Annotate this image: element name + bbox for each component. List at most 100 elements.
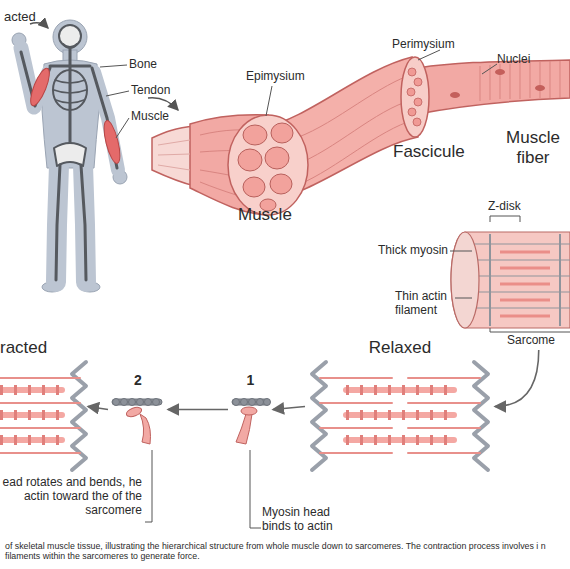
leader-line: [106, 91, 129, 96]
contracted-sarcomere: [0, 378, 80, 453]
muscle-bundle: [271, 123, 293, 143]
skeleton: [21, 25, 117, 280]
actin-strand: [121, 399, 128, 406]
pointer-arrow: [148, 98, 178, 110]
bracket: [490, 328, 570, 332]
sarcomere-panel: Sarcome: [445, 222, 570, 350]
muscle-bundle: [450, 92, 460, 98]
figure-caption: of skeletal muscle tissue, illustrating …: [5, 541, 567, 561]
part-label: Epimysium: [246, 70, 305, 84]
muscle-bundle: [158, 140, 190, 170]
muscle-bundle: [243, 177, 265, 197]
relaxed-sarcomere: [346, 390, 454, 440]
pointer-arrow: [30, 23, 178, 110]
contracted-panel: racted: [0, 338, 88, 475]
leader-line: [266, 86, 272, 116]
flow-arrow: [495, 350, 539, 407]
muscle-bundle: [408, 68, 416, 76]
relaxed-panel: Relaxed: [305, 338, 495, 475]
leader-line: [418, 50, 440, 60]
leader-line: [100, 65, 129, 138]
myosin-head: [125, 406, 143, 419]
actin-strand: [112, 399, 162, 405]
muscle-bundle: [480, 61, 560, 101]
actin-strand: [153, 399, 160, 406]
skeleton: [59, 25, 81, 47]
bracket: [490, 216, 520, 222]
node-heading: Relaxed: [305, 338, 495, 358]
sarcomere-cylinder: [470, 244, 570, 308]
part-label: Z-disk: [488, 200, 521, 214]
muscle-bundle: [265, 147, 289, 169]
part-label: Tendon: [131, 84, 170, 98]
muscle-bundle: [408, 108, 416, 116]
relaxed-sarcomere: [320, 378, 480, 453]
actin-strand: [241, 399, 248, 406]
skeleton: [63, 44, 77, 48]
leader-line: [482, 64, 497, 74]
bracket: [455, 298, 472, 299]
part-label: Muscle: [131, 110, 169, 124]
skeleton: [56, 165, 60, 280]
myosin-head: [125, 406, 257, 444]
contracted-sarcomere: [0, 362, 86, 470]
step-note: ead rotates and bends, he actin toward t…: [0, 476, 142, 517]
actin-strand: [129, 399, 136, 406]
actin-strand: [113, 399, 120, 406]
leader-line: [100, 65, 127, 67]
muscle-bundle: [401, 57, 429, 137]
part-label: Thin actin filament: [395, 290, 470, 318]
leader-line: [250, 450, 261, 528]
node-heading: 2: [108, 372, 168, 388]
skeleton: [54, 80, 86, 103]
part-label: Muscle fiber: [498, 128, 568, 167]
bracket: [450, 216, 570, 332]
sarcomere-cylinder: [451, 232, 570, 328]
actin-strand: [233, 399, 240, 406]
node-heading: 1: [228, 372, 273, 388]
myosin-head: [140, 414, 151, 444]
muscle-bundle: [270, 174, 292, 194]
flow-arrow: [168, 409, 228, 411]
flow-arrow: [88, 407, 108, 410]
muscle-bundle: [413, 118, 421, 126]
state-label: acted: [4, 10, 36, 25]
step-panel: 1: [228, 372, 273, 447]
sarcomere-cylinder: [451, 232, 570, 328]
muscle-bundle: [238, 149, 262, 171]
muscle-bundle: [243, 125, 267, 145]
part-label: Bone: [129, 58, 157, 72]
myosin-head: [236, 414, 252, 444]
step-note: Myosin head binds to actin: [262, 506, 357, 534]
skeleton: [53, 70, 87, 110]
part-label: Perimysium: [392, 38, 455, 52]
muscle-bundle: [418, 60, 570, 114]
sarcomere-cylinder: [500, 252, 550, 316]
actin-strand: [257, 399, 264, 406]
relaxed-sarcomere: [312, 362, 488, 470]
silhouette-limbs: [21, 48, 118, 282]
part-label: Thick myosin: [378, 244, 448, 258]
contracted-sarcomere: [0, 390, 62, 440]
sarcomere-cylinder: [451, 232, 479, 328]
muscle-bundle: [495, 69, 505, 75]
muscle-bundle: [414, 98, 422, 106]
muscle-bundle: [152, 57, 570, 215]
leader-line: [145, 450, 261, 528]
muscle-bundle: [414, 78, 422, 86]
leader-line: [145, 450, 152, 522]
actin-strand: [232, 399, 270, 405]
human-silhouette: [12, 20, 127, 292]
muscle-bundle: [407, 88, 415, 96]
node-heading: Sarcome: [507, 334, 555, 348]
leader-line: [116, 118, 129, 138]
silhouette-limbs: [56, 165, 59, 282]
muscle-bundle: [152, 126, 195, 186]
highlighted-muscle: [101, 119, 123, 165]
actin-strand: [249, 399, 256, 406]
part-label: Nuclei: [497, 53, 530, 67]
part-label: Muscle: [238, 205, 292, 225]
part-label: Fascicule: [393, 142, 465, 162]
skeleton: [50, 65, 90, 68]
